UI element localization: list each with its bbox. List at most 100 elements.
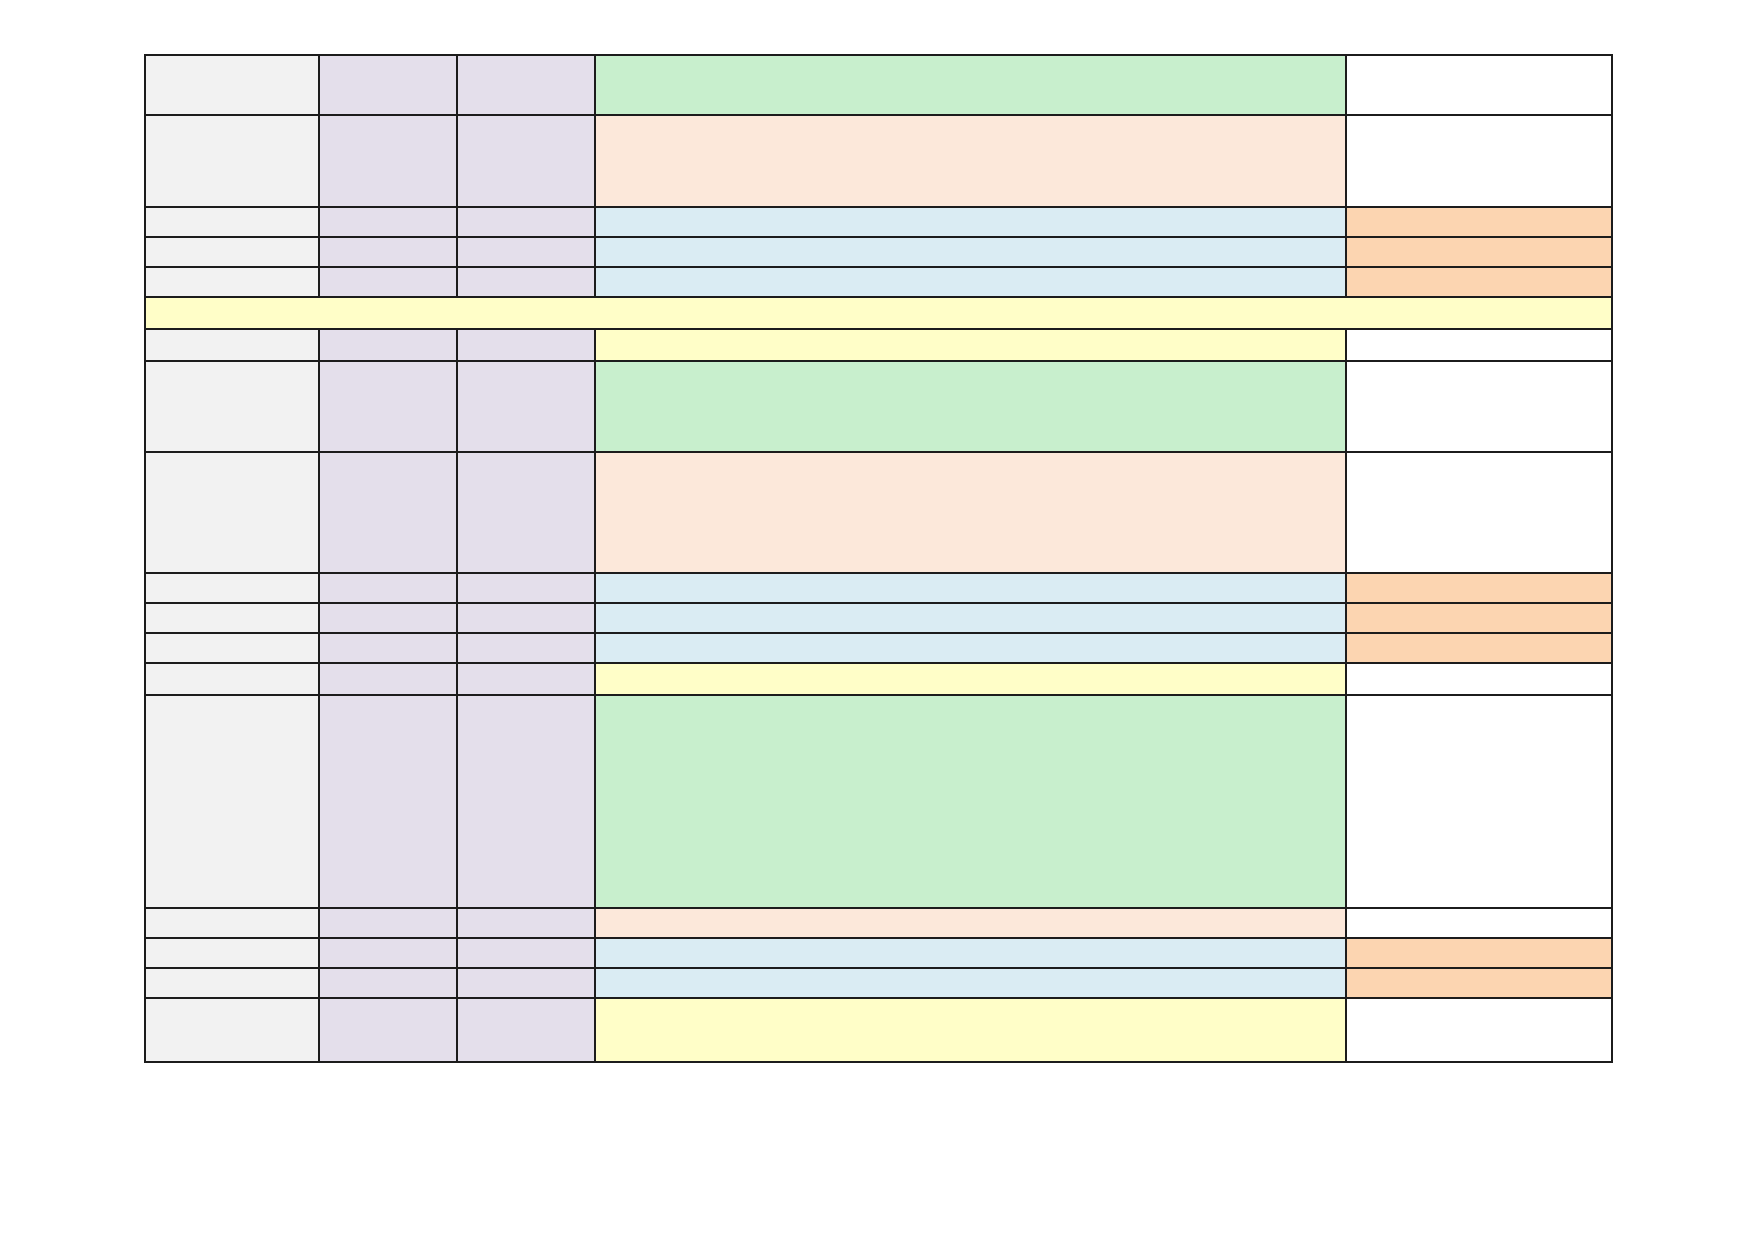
table-cell[interactable] (594, 266, 1347, 298)
table-cell[interactable] (594, 662, 1347, 696)
table-cell[interactable] (1345, 694, 1613, 909)
table-cell[interactable] (318, 451, 458, 574)
table-cell[interactable] (594, 360, 1347, 453)
table-cell[interactable] (1345, 967, 1613, 999)
table-cell[interactable] (456, 662, 596, 696)
table-row (144, 266, 1613, 298)
table-cell[interactable] (456, 451, 596, 574)
table-cell[interactable] (594, 937, 1347, 969)
table-cell[interactable] (144, 236, 320, 268)
table-cell[interactable] (144, 360, 320, 453)
table-cell[interactable] (1345, 266, 1613, 298)
spreadsheet-table (144, 54, 1613, 1063)
table-cell[interactable] (594, 632, 1347, 664)
table-cell[interactable] (456, 114, 596, 208)
table-cell[interactable] (318, 602, 458, 634)
table-cell[interactable] (594, 694, 1347, 909)
table-cell[interactable] (456, 967, 596, 999)
table-cell[interactable] (318, 662, 458, 696)
table-cell[interactable] (1345, 236, 1613, 268)
table-cell[interactable] (318, 206, 458, 238)
table-cell[interactable] (318, 997, 458, 1063)
table-cell[interactable] (456, 997, 596, 1063)
table-cell[interactable] (594, 451, 1347, 574)
table-row (144, 360, 1613, 453)
table-row (144, 572, 1613, 604)
table-cell[interactable] (456, 266, 596, 298)
table-cell[interactable] (456, 236, 596, 268)
table-cell[interactable] (144, 662, 320, 696)
table-cell[interactable] (144, 997, 320, 1063)
table-cell[interactable] (1345, 572, 1613, 604)
table-row (144, 694, 1613, 909)
table-cell[interactable] (594, 114, 1347, 208)
table-cell[interactable] (594, 967, 1347, 999)
table-row (144, 54, 1613, 116)
table-cell[interactable] (1345, 662, 1613, 696)
table-cell[interactable] (318, 328, 458, 362)
section-divider-cell[interactable] (144, 296, 1613, 330)
table-cell[interactable] (318, 360, 458, 453)
table-cell[interactable] (1345, 907, 1613, 939)
table-cell[interactable] (594, 54, 1347, 116)
table-cell[interactable] (1345, 54, 1613, 116)
table-cell[interactable] (456, 206, 596, 238)
table-row (144, 997, 1613, 1063)
table-cell[interactable] (456, 572, 596, 604)
table-cell[interactable] (318, 236, 458, 268)
table-cell[interactable] (144, 451, 320, 574)
table-cell[interactable] (456, 632, 596, 664)
table-cell[interactable] (144, 602, 320, 634)
table-cell[interactable] (1345, 206, 1613, 238)
table-cell[interactable] (1345, 360, 1613, 453)
table-row (144, 328, 1613, 362)
table-cell[interactable] (456, 694, 596, 909)
table-cell[interactable] (318, 266, 458, 298)
table-cell[interactable] (594, 206, 1347, 238)
table-row (144, 602, 1613, 634)
table-cell[interactable] (594, 236, 1347, 268)
table-cell[interactable] (1345, 997, 1613, 1063)
table-cell[interactable] (318, 54, 458, 116)
table-cell[interactable] (144, 937, 320, 969)
table-cell[interactable] (318, 572, 458, 604)
table-cell[interactable] (456, 602, 596, 634)
table-row (144, 451, 1613, 574)
table-cell[interactable] (1345, 602, 1613, 634)
table-cell[interactable] (318, 632, 458, 664)
table-cell[interactable] (318, 967, 458, 999)
table-cell[interactable] (594, 907, 1347, 939)
table-cell[interactable] (144, 907, 320, 939)
table-cell[interactable] (456, 907, 596, 939)
table-cell[interactable] (594, 572, 1347, 604)
table-cell[interactable] (144, 114, 320, 208)
table-cell[interactable] (144, 54, 320, 116)
table-cell[interactable] (318, 114, 458, 208)
table-cell[interactable] (456, 54, 596, 116)
table-cell[interactable] (594, 997, 1347, 1063)
table-cell[interactable] (1345, 328, 1613, 362)
table-cell[interactable] (1345, 937, 1613, 969)
table-cell[interactable] (144, 632, 320, 664)
table-row (144, 937, 1613, 969)
table-cell[interactable] (1345, 114, 1613, 208)
table-cell[interactable] (144, 206, 320, 238)
table-row (144, 907, 1613, 939)
table-cell[interactable] (456, 360, 596, 453)
table-cell[interactable] (594, 328, 1347, 362)
table-cell[interactable] (1345, 632, 1613, 664)
table-cell[interactable] (594, 602, 1347, 634)
table-cell[interactable] (144, 694, 320, 909)
table-cell[interactable] (1345, 451, 1613, 574)
table-row (144, 206, 1613, 238)
table-cell[interactable] (456, 937, 596, 969)
table-row (144, 632, 1613, 664)
table-cell[interactable] (144, 328, 320, 362)
table-cell[interactable] (456, 328, 596, 362)
table-cell[interactable] (144, 572, 320, 604)
table-cell[interactable] (318, 694, 458, 909)
table-cell[interactable] (318, 907, 458, 939)
table-cell[interactable] (144, 967, 320, 999)
table-cell[interactable] (144, 266, 320, 298)
table-cell[interactable] (318, 937, 458, 969)
